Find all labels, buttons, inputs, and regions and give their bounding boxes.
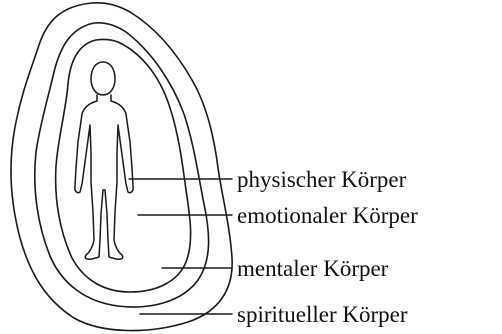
mental-body-label: mentaler Körper [237,256,389,281]
emotional-body-label: emotionaler Körper [237,203,418,228]
head-outline [91,62,115,95]
spiritual-body-label: spiritueller Körper [237,302,408,327]
spiritual-body-outline [11,3,232,331]
body-outline [75,95,133,259]
human-figure [75,62,133,259]
physical-body-label: physischer Körper [237,167,407,192]
